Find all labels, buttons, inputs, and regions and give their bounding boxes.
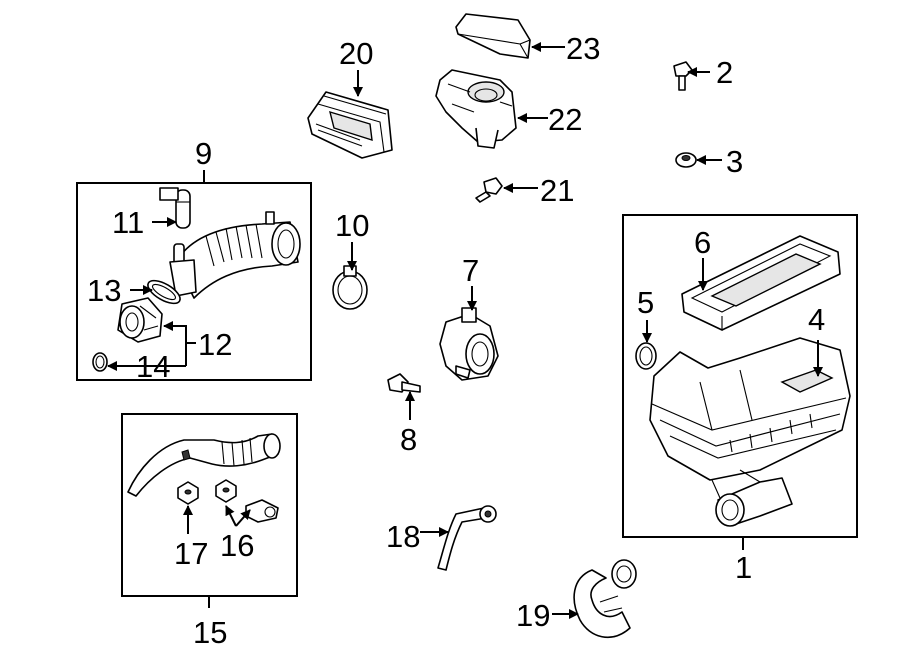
- part-20-resonator-duct: [307, 91, 393, 159]
- callout-9: 9: [195, 136, 212, 171]
- part-8-bolt: [387, 373, 421, 393]
- callout-21: 21: [540, 173, 574, 208]
- callout-10: 10: [335, 208, 369, 243]
- callout-18: 18: [386, 519, 420, 554]
- callout-7: 7: [462, 253, 479, 288]
- part-19-elbow-hose: [573, 559, 637, 638]
- part-18-tube: [437, 505, 497, 571]
- part-23-inlet-cover: [455, 13, 531, 59]
- part-14-o-ring: [92, 352, 108, 372]
- callout-1: 1: [735, 550, 752, 585]
- part-16-fasteners: [215, 479, 279, 523]
- callout-labels: 1 2 3 4 5 6 7 8 9 10 11 12 13 14 15 16 1…: [87, 31, 825, 650]
- part-17-nut: [177, 481, 199, 505]
- callout-8: 8: [400, 422, 417, 457]
- callout-4: 4: [808, 302, 825, 337]
- part-12-adapter: [117, 297, 163, 343]
- callout-16: 16: [220, 528, 254, 563]
- part-22-inlet-duct: [435, 69, 517, 149]
- callout-6: 6: [694, 225, 711, 260]
- callout-14: 14: [136, 349, 170, 384]
- callout-19: 19: [516, 598, 550, 633]
- callout-15: 15: [193, 615, 227, 650]
- part-7-maf-sensor: [439, 307, 499, 381]
- callout-5: 5: [637, 285, 654, 320]
- intake-hose-assembly: [169, 211, 301, 299]
- group-box-9: [76, 182, 312, 381]
- part-2-bolt: [673, 61, 693, 91]
- callout-11: 11: [112, 205, 144, 240]
- part-15-outlet-hose: [127, 433, 281, 497]
- callout-2: 2: [716, 55, 733, 90]
- part-5-seal: [635, 342, 657, 370]
- callout-17: 17: [174, 536, 208, 571]
- part-10-clamp: [332, 265, 368, 310]
- part-13-clamp: [147, 279, 181, 305]
- part-6-filter-element: [681, 235, 841, 331]
- callout-23: 23: [566, 31, 600, 66]
- part-21-screw: [475, 177, 503, 203]
- callout-12: 12: [198, 327, 232, 362]
- callout-3: 3: [726, 144, 743, 179]
- callout-13: 13: [87, 273, 121, 308]
- part-1-air-cleaner-box: [649, 337, 851, 527]
- callout-22: 22: [548, 102, 582, 137]
- leader-lines: [107, 42, 823, 619]
- group-box-1: [622, 214, 858, 538]
- part-3-grommet: [675, 152, 697, 168]
- part-11-sensor: [159, 187, 191, 229]
- callout-20: 20: [339, 36, 373, 71]
